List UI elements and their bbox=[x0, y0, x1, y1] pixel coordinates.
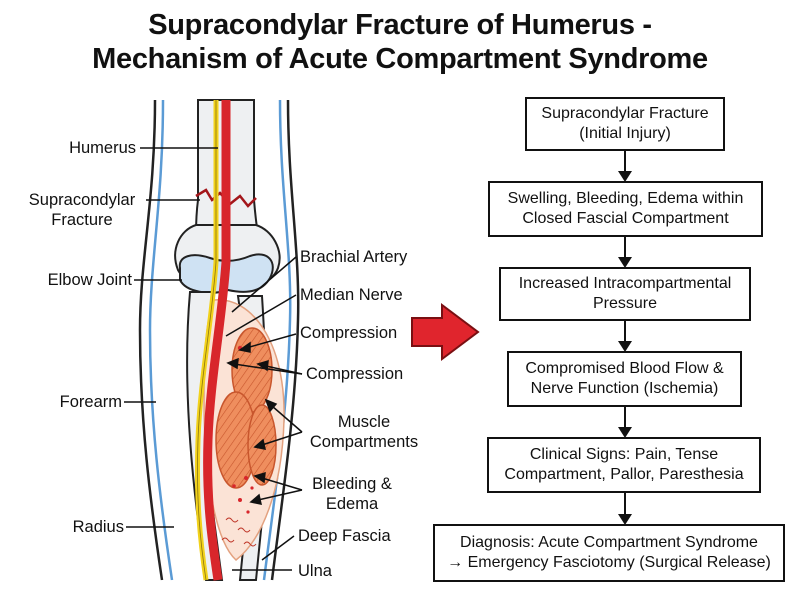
label-bleeding-line-2: Edema bbox=[325, 495, 379, 513]
flow-arrow-2 bbox=[618, 237, 632, 268]
flow-step-6-line-2: → Emergency Fasciotomy (Surgical Release… bbox=[447, 554, 771, 571]
label-median-nerve: Median Nerve bbox=[300, 286, 403, 304]
label-elbow-joint: Elbow Joint bbox=[47, 271, 132, 289]
label-humerus: Humerus bbox=[69, 139, 136, 157]
label-compression-1: Compression bbox=[300, 324, 398, 342]
flow-step-4-line-1: Compromised Blood Flow & bbox=[525, 360, 724, 377]
flow-arrow-1 bbox=[618, 151, 632, 182]
pointer-arrows bbox=[226, 333, 303, 505]
leader-lines bbox=[124, 147, 297, 571]
flow-step-3-line-2: Pressure bbox=[592, 295, 657, 312]
flow-step-diagnosis: Diagnosis: Acute Compartment Syndrome → E… bbox=[433, 524, 785, 582]
process-arrow bbox=[411, 303, 480, 361]
label-brachial-artery: Brachial Artery bbox=[300, 248, 408, 266]
label-muscle-line-1: Muscle bbox=[337, 413, 391, 431]
label-muscle-compartments: Muscle Compartments bbox=[300, 412, 428, 452]
flow-step-1-line-1: Supracondylar Fracture bbox=[541, 105, 709, 122]
flow-arrow-5 bbox=[618, 493, 632, 525]
arm-outline-right bbox=[270, 99, 300, 581]
flow-step-5-line-2: Compartment, Pallor, Paresthesia bbox=[504, 466, 744, 483]
edema-squiggles bbox=[221, 517, 257, 547]
label-supracondylar-line-2: Fracture bbox=[51, 211, 113, 229]
label-muscle-line-2: Compartments bbox=[309, 433, 419, 451]
label-supracondylar-line-1: Supracondylar bbox=[28, 191, 136, 209]
label-supracondylar-fracture: Supracondylar Fracture bbox=[20, 190, 144, 230]
title-line-1: Supracondylar Fracture of Humerus - bbox=[148, 9, 652, 41]
label-bleeding-line-1: Bleeding & bbox=[312, 475, 392, 493]
arm-outline-left bbox=[138, 99, 164, 581]
diagram-title: Supracondylar Fracture of Humerus - Mech… bbox=[0, 8, 800, 76]
fascia-line-left bbox=[148, 99, 174, 581]
flow-step-5-line-1: Clinical Signs: Pain, Tense bbox=[529, 446, 719, 463]
brachial-artery bbox=[203, 100, 231, 581]
label-forearm: Forearm bbox=[59, 393, 122, 411]
label-compression-2: Compression bbox=[306, 365, 404, 383]
flow-step-1-line-2: (Initial Injury) bbox=[579, 125, 671, 142]
flow-step-6-line-1: Diagnosis: Acute Compartment Syndrome bbox=[460, 534, 758, 551]
flow-step-2-line-1: Swelling, Bleeding, Edema within bbox=[507, 190, 744, 207]
flow-arrow-4 bbox=[618, 407, 632, 438]
flow-step-2-line-2: Closed Fascial Compartment bbox=[522, 210, 729, 227]
fascia-line-right bbox=[262, 99, 292, 581]
title-line-2: Mechanism of Acute Compartment Syndrome bbox=[92, 43, 708, 75]
flow-step-ischemia: Compromised Blood Flow & Nerve Function (… bbox=[507, 351, 742, 407]
label-deep-fascia: Deep Fascia bbox=[298, 527, 391, 545]
flow-step-3-line-1: Increased Intracompartmental bbox=[518, 275, 732, 292]
flow-step-4-line-2: Nerve Function (Ischemia) bbox=[530, 380, 719, 397]
label-radius: Radius bbox=[72, 518, 124, 536]
label-ulna: Ulna bbox=[298, 562, 332, 580]
label-bleeding-edema: Bleeding & Edema bbox=[300, 474, 404, 514]
flow-arrow-3 bbox=[618, 321, 632, 352]
flow-step-initial-injury: Supracondylar Fracture (Initial Injury) bbox=[525, 97, 725, 151]
